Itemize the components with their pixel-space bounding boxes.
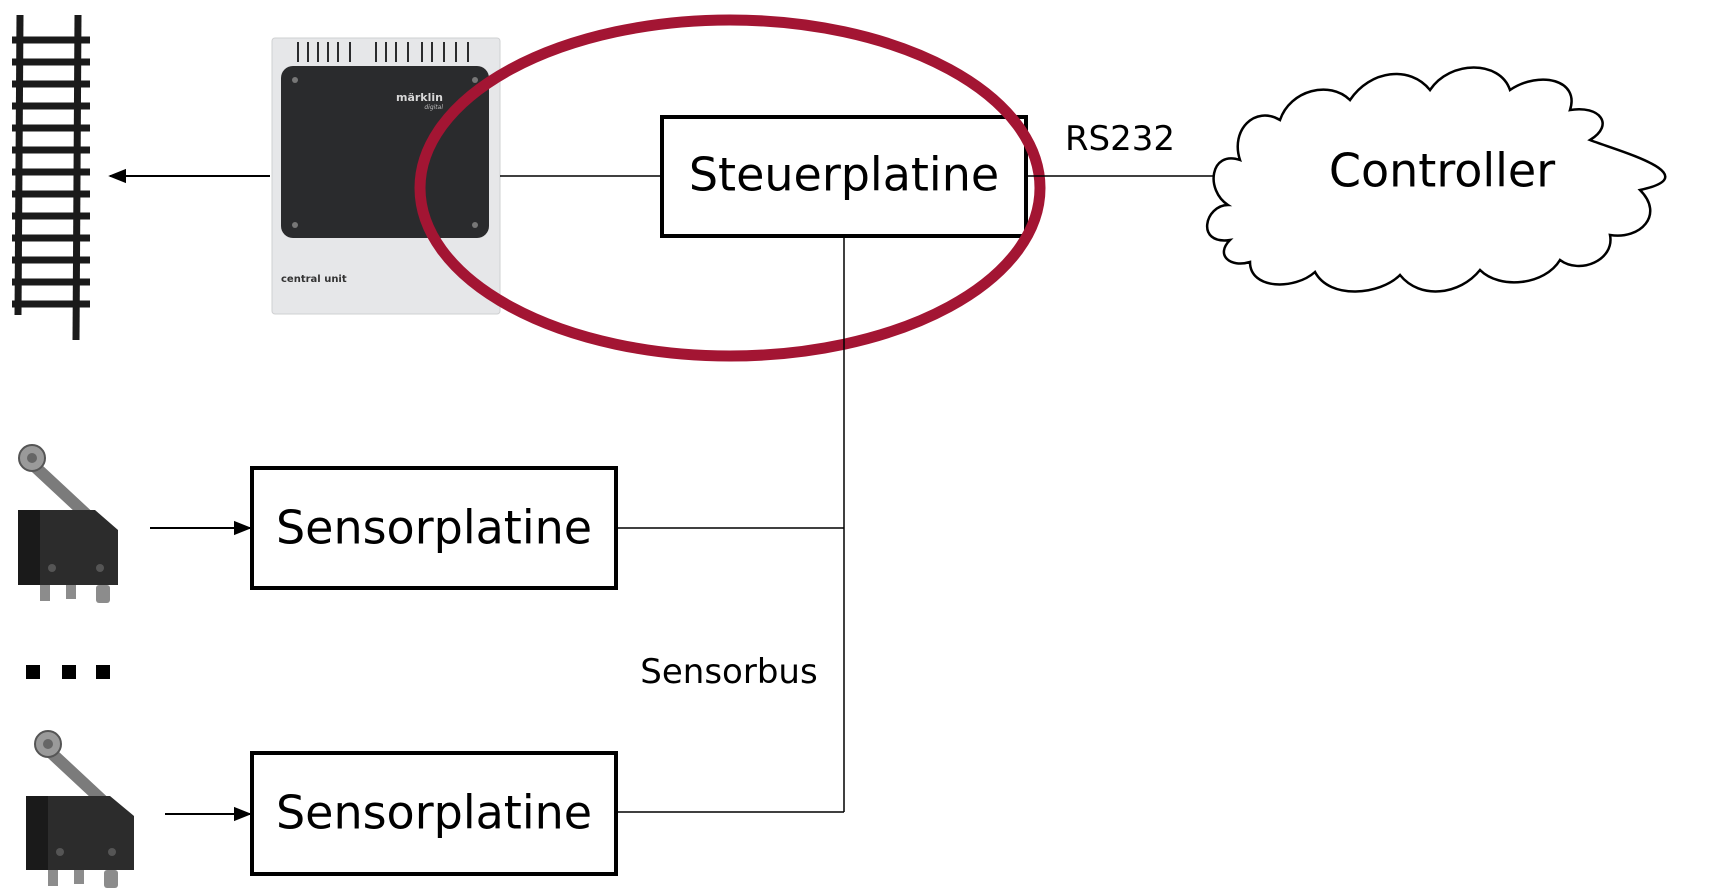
rs232-label: RS232 (1065, 119, 1175, 159)
controller-label: Controller (1329, 144, 1555, 198)
sensorplatine-box-1 (250, 466, 618, 590)
sensorplatine-box-2 (250, 751, 618, 876)
central-unit-pins (297, 42, 469, 62)
highlight-ellipse (414, 14, 1046, 362)
steuerplatine-label: Steuerplatine (689, 148, 999, 202)
sensorplatine-label-2: Sensorplatine (276, 786, 592, 840)
ellipsis-dots (26, 665, 110, 679)
sensorbus-label: Sensorbus (640, 652, 817, 692)
marklin-logo-text: märklin (396, 91, 443, 104)
marklin-logo-sub: digital (424, 104, 443, 111)
track-icon (12, 14, 90, 341)
controller-cloud (1206, 66, 1667, 293)
central-unit-panel (281, 66, 489, 238)
micro-switch-icon (18, 444, 118, 603)
central-unit-label: central unit (281, 274, 347, 285)
sensorplatine-label-1: Sensorplatine (276, 501, 592, 555)
steuerplatine-box (660, 115, 1028, 238)
micro-switch-icon (26, 730, 134, 888)
